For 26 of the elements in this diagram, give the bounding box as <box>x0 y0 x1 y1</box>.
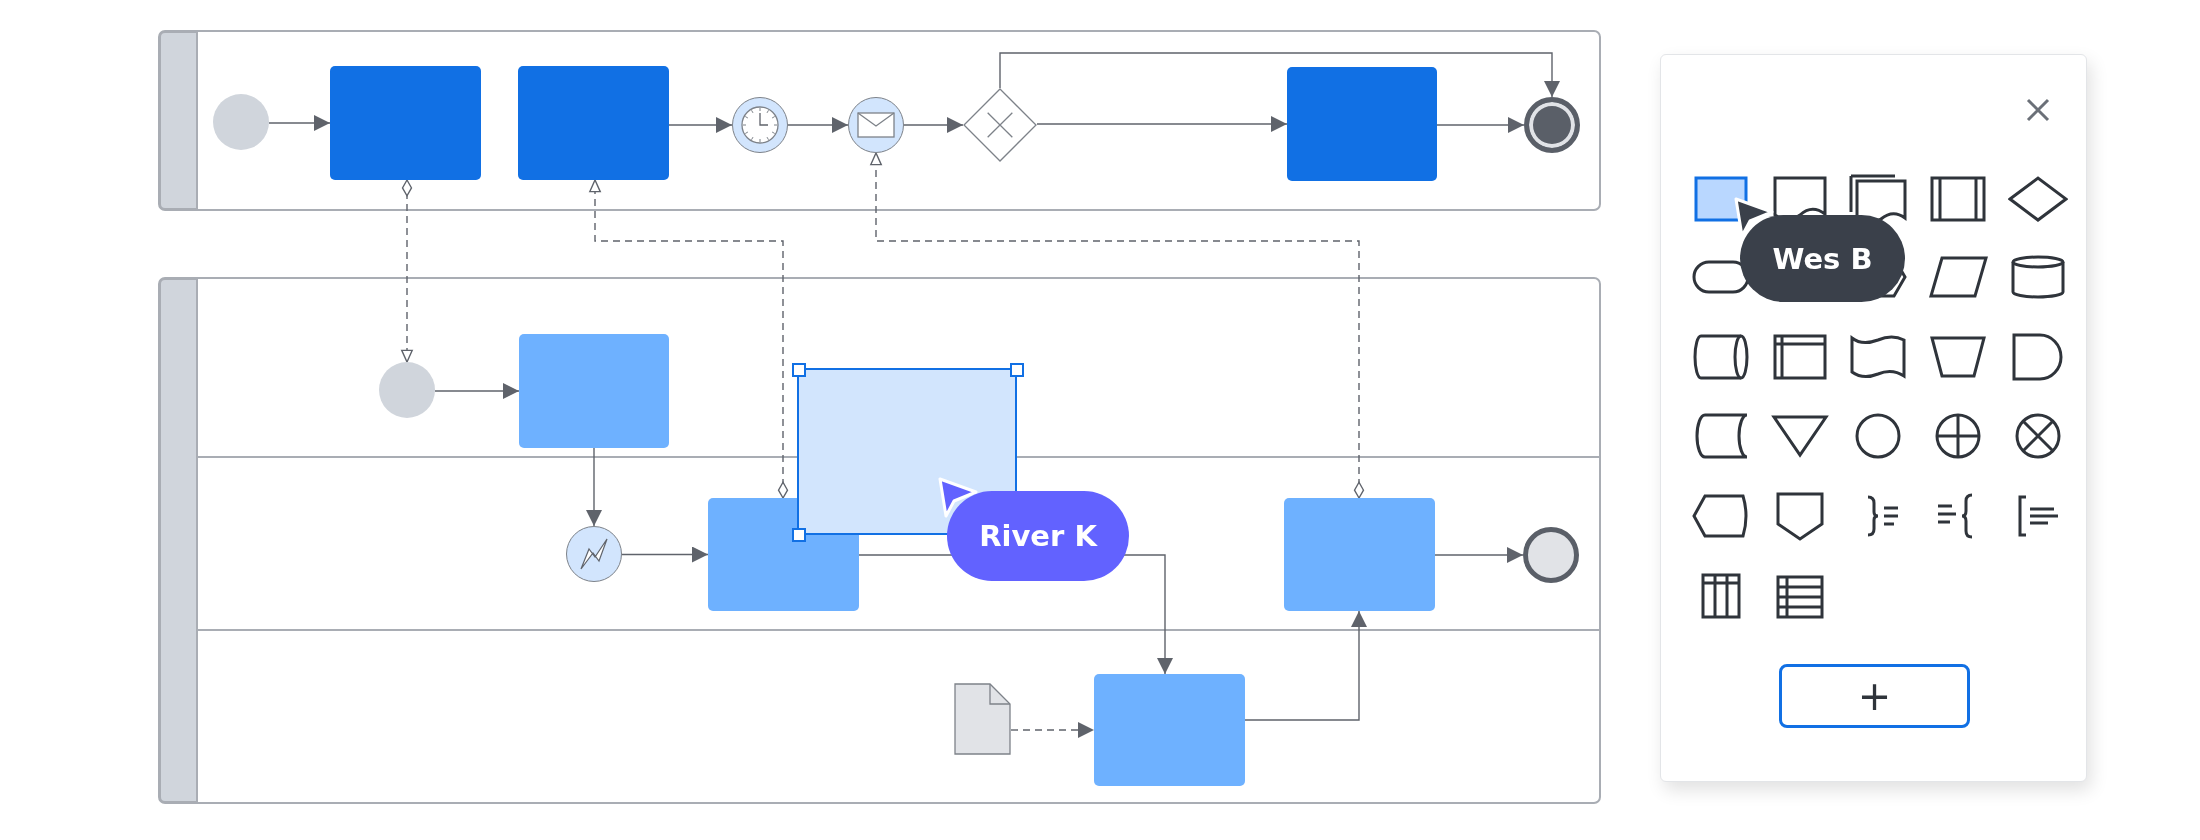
arrow <box>586 447 602 527</box>
dashed-arrow <box>401 179 413 363</box>
arrow <box>1436 117 1525 133</box>
task-box <box>330 66 481 180</box>
arrow <box>268 115 331 131</box>
gateway-diamond <box>963 88 1037 162</box>
task-box <box>518 66 669 180</box>
arrow <box>903 117 964 133</box>
task-box <box>1287 67 1437 181</box>
dashed-arrow <box>589 179 789 499</box>
arrow <box>434 383 520 399</box>
add-shape-button: + <box>1779 664 1970 728</box>
arrow <box>787 117 849 133</box>
task-box <box>1094 674 1245 786</box>
dashed-arrow <box>870 152 1365 499</box>
task-box <box>1284 498 1435 611</box>
arrow <box>999 52 1560 98</box>
arrow <box>621 546 709 563</box>
arrow <box>668 117 733 133</box>
dashed-arrow <box>1010 722 1095 738</box>
task-box <box>519 334 669 448</box>
arrow <box>1244 610 1367 721</box>
user-name-tag: River K <box>947 491 1129 581</box>
arrow <box>1036 116 1288 132</box>
arrow <box>1434 547 1524 563</box>
document-shape <box>954 683 1011 755</box>
